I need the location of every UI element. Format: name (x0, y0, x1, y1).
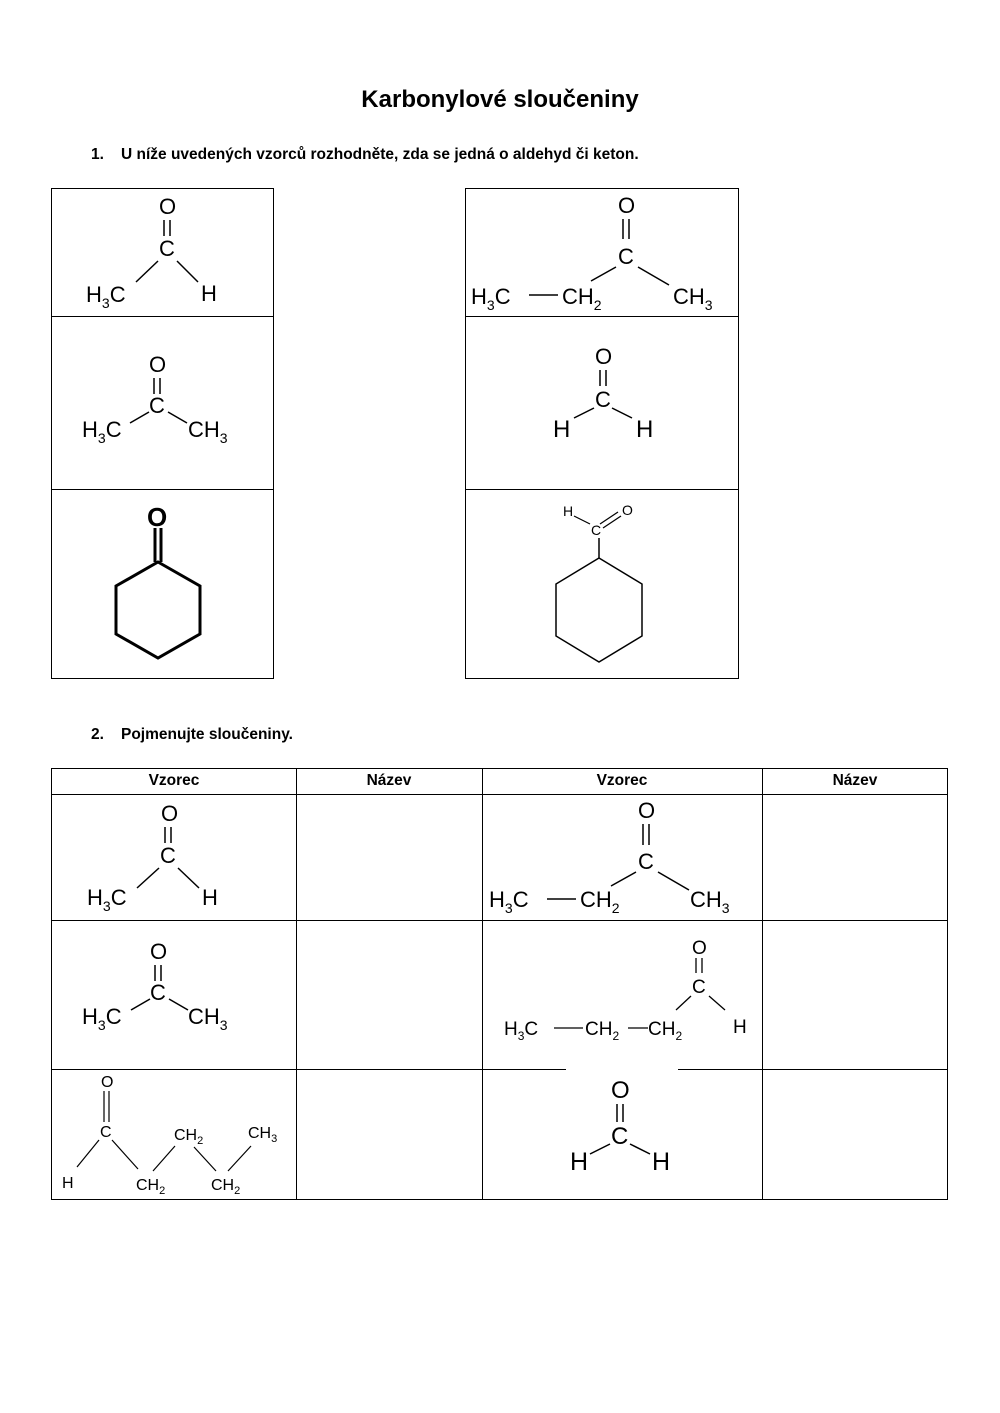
formula-acetone: O C H3C CH3 (82, 352, 228, 446)
atom-o: O (101, 1074, 113, 1091)
task-1-number: 1. (91, 146, 104, 163)
atom-c: C (160, 843, 176, 868)
header-name-2: Název (832, 772, 878, 789)
task1-cell-acetaldehyde: O C H3C H (52, 189, 273, 316)
atom-o: O (149, 352, 166, 377)
group-h3c: H3C (471, 284, 511, 313)
atom-o: O (618, 193, 635, 218)
group-h3c: H3C (82, 1004, 122, 1033)
name-answer-cell[interactable] (763, 921, 947, 1068)
atom-c: C (692, 977, 706, 998)
task1-cell-cyclohexanone: O (52, 489, 273, 678)
task-1: 1. U níže uvedených vzorců rozhodněte, zd… (91, 146, 639, 164)
name-answer-cell[interactable] (297, 921, 481, 1068)
task-2-number: 2. (91, 726, 104, 743)
atom-c: C (595, 387, 611, 412)
formula-butanone: O C H3C CH2 CH3 (489, 798, 730, 916)
atom-o: O (150, 939, 167, 964)
atom-o: O (611, 1077, 630, 1104)
col-divider (296, 769, 297, 1199)
page-title: Karbonylové sloučeniny (361, 86, 639, 113)
group-ch2: CH2 (136, 1177, 165, 1197)
atom-h: H (636, 416, 653, 443)
group-ch2: CH2 (585, 1019, 619, 1043)
atom-c: C (159, 236, 175, 261)
atom-h: H (563, 503, 573, 519)
atom-h: H (570, 1148, 588, 1176)
task1-cell-butanone: O C H3C CH2 CH3 (466, 189, 738, 316)
group-ch3: CH3 (673, 284, 713, 313)
formula-cyclohexanone: O (114, 502, 202, 660)
atom-o: O (161, 801, 178, 826)
group-ch3: CH3 (188, 417, 228, 446)
group-ch3: CH3 (690, 887, 730, 916)
col-divider (762, 769, 763, 1199)
formula-acetaldehyde: O C H3C H (86, 194, 217, 311)
group-h3c: H3C (86, 282, 126, 311)
task1-cell-formaldehyde: O C H H (466, 316, 738, 489)
row-divider (52, 920, 947, 921)
atom-o: O (622, 502, 633, 518)
task1-right-column: O C H3C CH2 CH3 O C H H H C (465, 188, 739, 679)
atom-c: C (591, 522, 601, 538)
atom-o: O (595, 344, 612, 369)
atom-o: O (638, 798, 655, 823)
row-divider (52, 794, 947, 795)
atom-c: C (638, 849, 654, 874)
naming-table: Vzorec Název Vzorec Název O C H3C H O C … (51, 768, 948, 1200)
atom-c: C (611, 1123, 628, 1150)
atom-o: O (159, 194, 176, 219)
formula-cyclohexanecarbaldehyde: H C O (555, 502, 643, 663)
row-divider (678, 1069, 947, 1070)
group-ch2: CH2 (580, 887, 620, 916)
formula-butanal: O C H3C CH2 CH2 H (504, 938, 747, 1043)
group-ch2: CH2 (174, 1127, 203, 1147)
formula-acetaldehyde: O C H3C H (87, 801, 218, 914)
group-h3c: H3C (82, 417, 122, 446)
atom-c: C (618, 244, 634, 269)
atom-h: H (553, 416, 570, 443)
task1-cell-cyclohexanecarbaldehyde: H C O (466, 489, 738, 678)
formula-butanone: O C H3C CH2 CH3 (471, 193, 713, 313)
task1-cell-acetone: O C H3C CH3 (52, 316, 273, 489)
group-ch2: CH2 (211, 1177, 240, 1197)
atom-h: H (201, 281, 217, 306)
formula-acetone: O C H3C CH3 (82, 939, 228, 1033)
formula-pentanal: O C H CH2 CH2 CH2 CH3 (62, 1074, 277, 1197)
group-ch3: CH3 (248, 1125, 277, 1145)
group-ch2: CH2 (648, 1019, 682, 1043)
row-divider (52, 1069, 566, 1070)
task-1-text: U níže uvedených vzorců rozhodněte, zda … (121, 146, 639, 163)
group-h3c: H3C (87, 885, 127, 914)
atom-h: H (202, 885, 218, 910)
atom-o: O (692, 938, 707, 959)
task-2-text: Pojmenujte sloučeniny. (121, 726, 293, 743)
name-answer-cell[interactable] (763, 795, 947, 919)
name-answer-cell[interactable] (763, 1070, 947, 1199)
atom-h: H (62, 1175, 74, 1192)
atom-h: H (652, 1148, 670, 1176)
name-answer-cell[interactable] (297, 1070, 481, 1199)
formula-formaldehyde: O C H H (553, 344, 653, 443)
header-formula-1: Vzorec (148, 772, 200, 789)
atom-o: O (147, 502, 167, 532)
group-h3c: H3C (489, 887, 529, 916)
group-ch3: CH3 (188, 1004, 228, 1033)
header-formula-2: Vzorec (596, 772, 648, 789)
task1-left-column: O C H3C H O C H3C CH3 O (51, 188, 274, 679)
atom-h: H (733, 1017, 747, 1038)
col-divider (482, 769, 483, 1199)
formula-formaldehyde: O C H H (570, 1077, 670, 1176)
atom-c: C (150, 980, 166, 1005)
task-2: 2. Pojmenujte sloučeniny. (91, 726, 293, 744)
group-ch2: CH2 (562, 284, 602, 313)
group-h3c: H3C (504, 1019, 538, 1043)
header-name-1: Název (366, 772, 412, 789)
atom-c: C (100, 1124, 112, 1141)
name-answer-cell[interactable] (297, 795, 481, 919)
atom-c: C (149, 393, 165, 418)
